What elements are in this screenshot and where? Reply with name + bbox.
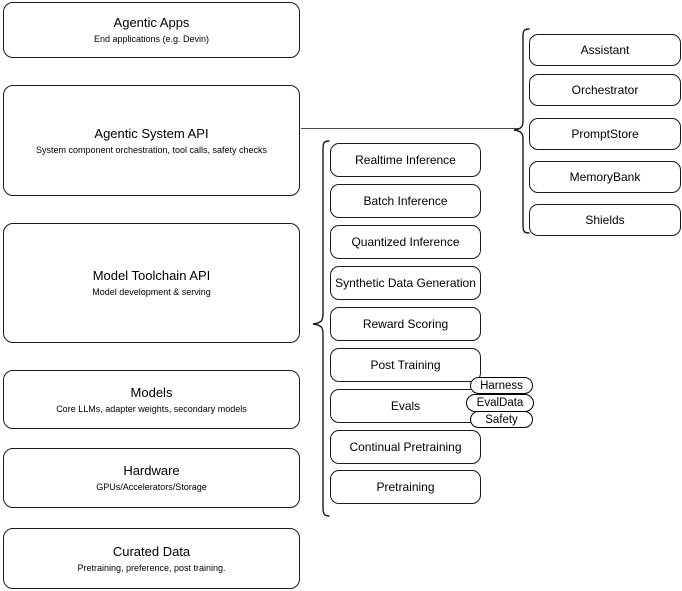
component-label: Assistant <box>580 43 630 57</box>
component-promptstore[interactable]: PromptStore <box>529 118 681 150</box>
component-label: Post Training <box>370 358 441 372</box>
badge-harness[interactable]: Harness <box>470 377 533 394</box>
component-label: Batch Inference <box>363 194 448 208</box>
badge-evaldata[interactable]: EvalData <box>466 394 534 412</box>
component-memorybank[interactable]: MemoryBank <box>529 161 681 193</box>
layer-title: Models <box>130 384 173 400</box>
layer-title: Agentic Apps <box>113 15 190 30</box>
component-shields[interactable]: Shields <box>529 204 681 236</box>
layer-agentic-apps[interactable]: Agentic Apps End applications (e.g. Devi… <box>3 2 300 58</box>
component-orchestrator[interactable]: Orchestrator <box>529 74 681 106</box>
component-label: Reward Scoring <box>362 317 449 331</box>
component-quantized-inference[interactable]: Quantized Inference <box>330 225 481 259</box>
component-assistant[interactable]: Assistant <box>529 34 681 66</box>
component-label: Realtime Inference <box>355 153 456 167</box>
badge-safety[interactable]: Safety <box>470 411 533 428</box>
component-label: PromptStore <box>571 127 639 141</box>
layer-subtitle: End applications (e.g. Devin) <box>93 34 210 44</box>
layer-subtitle: System component orchestration, tool cal… <box>35 144 268 155</box>
layer-title: Curated Data <box>112 543 191 559</box>
brace-agentic-system-components <box>513 28 530 234</box>
layer-title: Hardware <box>123 463 180 478</box>
component-label: Continual Pretraining <box>349 440 462 454</box>
component-label: Pretraining <box>376 480 435 494</box>
component-post-training[interactable]: Post Training <box>330 348 481 382</box>
layer-title: Model Toolchain API <box>92 268 211 283</box>
component-batch-inference[interactable]: Batch Inference <box>330 184 481 218</box>
layer-curated-data[interactable]: Curated Data Pretraining, preference, po… <box>3 528 300 589</box>
component-label: Shields <box>585 213 625 227</box>
component-continual-pretraining[interactable]: Continual Pretraining <box>330 430 481 464</box>
component-label: Evals <box>390 399 421 413</box>
layer-hardware[interactable]: Hardware GPUs/Accelerators/Storage <box>3 448 300 508</box>
component-label: MemoryBank <box>569 170 641 184</box>
component-label: Synthetic Data Generation <box>335 276 476 290</box>
layer-subtitle: GPUs/Accelerators/Storage <box>96 482 207 492</box>
component-synthetic-data-generation[interactable]: Synthetic Data Generation <box>330 266 481 300</box>
layer-title: Agentic System API <box>94 125 209 141</box>
component-realtime-inference[interactable]: Realtime Inference <box>330 143 481 177</box>
layer-model-toolchain-api[interactable]: Model Toolchain API Model development & … <box>3 223 300 343</box>
layer-subtitle: Model development & serving <box>92 287 211 297</box>
brace-model-toolchain-components <box>312 140 330 517</box>
layer-models[interactable]: Models Core LLMs, adapter weights, secon… <box>3 370 300 429</box>
layer-agentic-system-api[interactable]: Agentic System API System component orch… <box>3 85 300 196</box>
component-pretraining[interactable]: Pretraining <box>330 470 481 504</box>
connector-agentic-system-api-to-components <box>301 128 520 130</box>
layer-subtitle: Core LLMs, adapter weights, secondary mo… <box>56 403 247 414</box>
component-label: Quantized Inference <box>351 235 460 249</box>
component-label: Orchestrator <box>571 83 639 97</box>
layer-subtitle: Pretraining, preference, post training. <box>77 562 226 573</box>
component-evals[interactable]: Evals <box>330 389 481 423</box>
component-reward-scoring[interactable]: Reward Scoring <box>330 307 481 341</box>
